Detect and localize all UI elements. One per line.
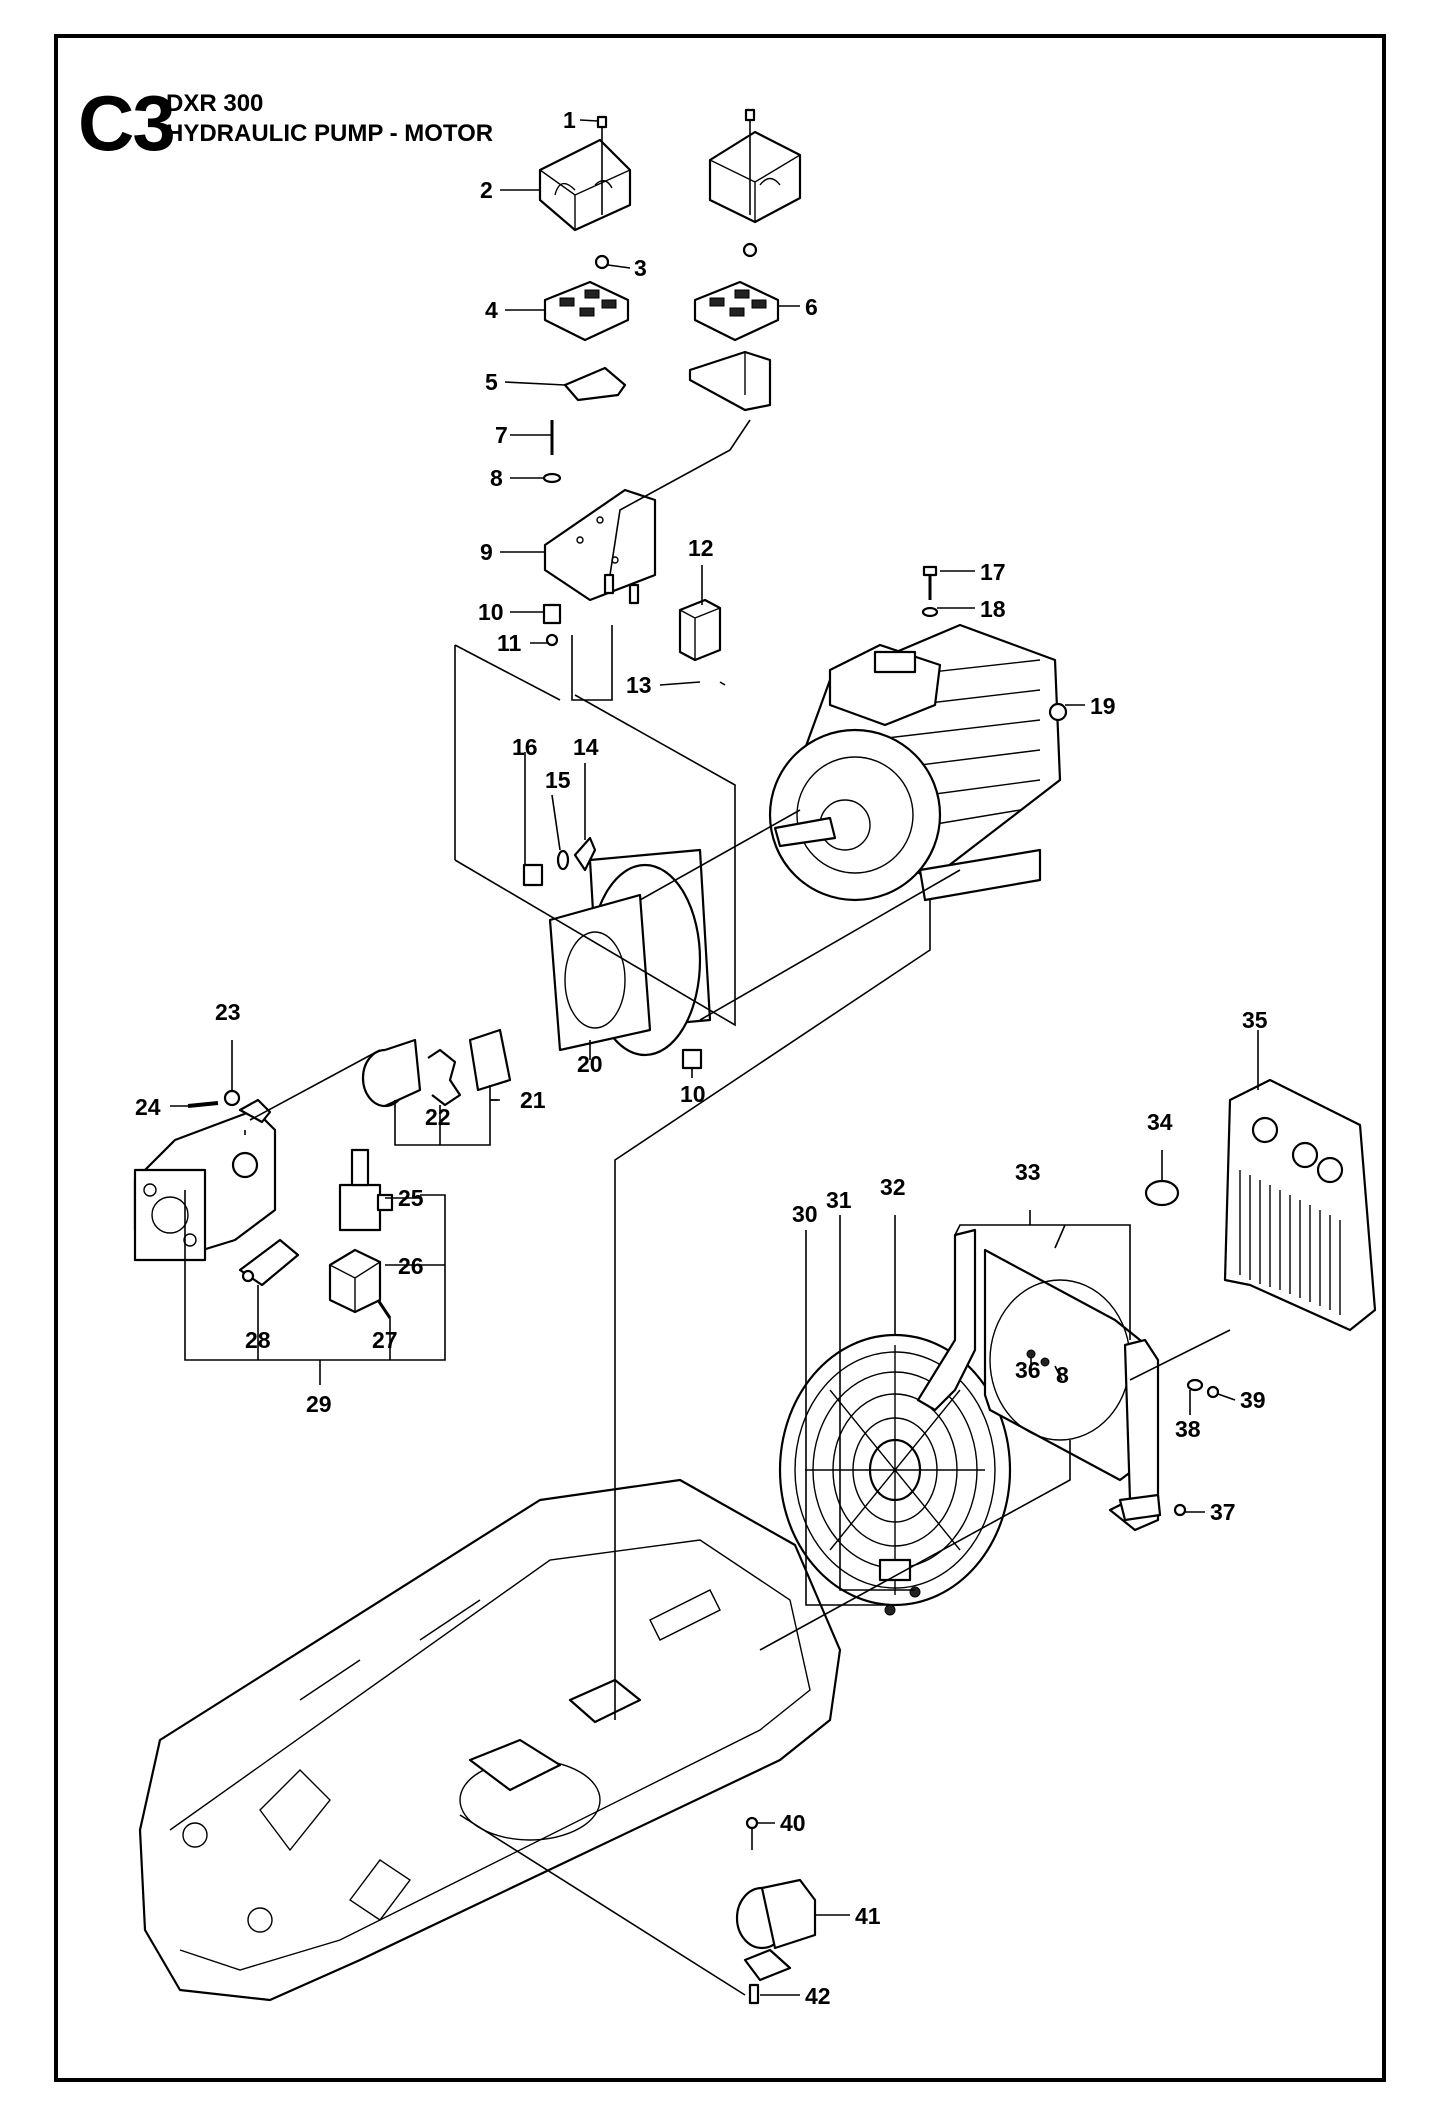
callout-10: 10 [478, 599, 504, 625]
base-chassis [138, 1478, 842, 2002]
drawing-frame [54, 34, 1386, 2082]
bolt-39 [1206, 1385, 1220, 1399]
callout-40: 40 [780, 1810, 806, 1836]
callout-39: 39 [1240, 1387, 1266, 1413]
nut-30 [884, 1604, 896, 1616]
callout-34: 34 [1147, 1109, 1173, 1135]
terminal-block-left [543, 280, 630, 342]
callout-32: 32 [880, 1174, 906, 1200]
relay-12 [678, 598, 722, 662]
callout-7: 7 [495, 422, 508, 448]
callout-23: 23 [215, 999, 241, 1025]
clip-14 [573, 836, 597, 872]
callout-20: 20 [577, 1051, 603, 1077]
bolt-17 [922, 565, 938, 600]
callout-36: 36 [1015, 1357, 1041, 1383]
callout-35: 35 [1242, 1007, 1268, 1033]
washer-8 [542, 472, 562, 484]
nut-31 [909, 1586, 921, 1598]
mounting-plate [543, 488, 657, 605]
callout-4: 4 [485, 297, 498, 323]
bolt-40 [745, 1816, 759, 1830]
spacer-10 [542, 603, 562, 625]
callout-30: 30 [792, 1201, 818, 1227]
callout-2: 2 [480, 177, 493, 203]
callout-19: 19 [1090, 693, 1116, 719]
washer-23 [223, 1089, 241, 1107]
screw-1 [596, 115, 608, 215]
bracket-plate-right [688, 350, 772, 412]
diagram-title: HYDRAULIC PUMP - MOTOR [166, 120, 494, 147]
nut-3 [594, 254, 610, 270]
bolt-16 [522, 863, 544, 887]
callout-13: 13 [626, 672, 652, 698]
callout-6: 6 [805, 294, 818, 320]
model-name: DXR 300 [166, 90, 264, 117]
callout-11: 11 [497, 630, 522, 656]
screw-27 [376, 1299, 392, 1319]
cooling-fan [778, 1333, 1012, 1607]
washer-8b [1040, 1357, 1050, 1367]
fan-shroud [916, 1228, 1162, 1532]
coupling [361, 1028, 512, 1108]
nut-11 [545, 633, 559, 647]
callout-33: 33 [1015, 1159, 1041, 1185]
callout-27: 27 [372, 1327, 398, 1353]
callout-12: 12 [688, 535, 714, 561]
callout-1: 1 [563, 107, 576, 133]
page-code: C3 [78, 79, 176, 167]
callout-37: 37 [1210, 1499, 1236, 1525]
callout-labels: 1 2 3 4 5 6 7 8 9 10 11 12 13 14 15 16 1… [135, 107, 1268, 2009]
callout-5: 5 [485, 369, 498, 395]
hydraulic-pump [133, 1098, 277, 1262]
callout-42: 42 [805, 1983, 831, 2009]
callout-8b: 8 [1056, 1362, 1069, 1388]
callout-25: 25 [398, 1185, 424, 1211]
bracket-42 [743, 1948, 792, 2005]
screw-right [744, 108, 756, 215]
leader-lines [170, 119, 1259, 1996]
callout-31: 31 [826, 1187, 852, 1213]
bolt-37 [1173, 1503, 1187, 1517]
callout-21: 21 [520, 1087, 546, 1113]
callout-28: 28 [245, 1327, 271, 1353]
callout-3: 3 [634, 255, 647, 281]
callout-15: 15 [545, 767, 571, 793]
bracket-plate-left [563, 366, 627, 402]
washer-38 [1186, 1378, 1204, 1392]
washer-18 [921, 606, 939, 618]
spacer-10b [681, 1048, 703, 1070]
cover-left [538, 138, 632, 232]
solenoid-valve-25 [338, 1148, 394, 1232]
oil-cooler [1223, 1078, 1377, 1332]
filler-cap-34 [1144, 1179, 1180, 1207]
callout-16: 16 [512, 734, 538, 760]
sensor-41 [735, 1878, 817, 1950]
callout-10b: 10 [680, 1081, 706, 1107]
callout-26: 26 [398, 1253, 424, 1279]
callout-14: 14 [573, 734, 599, 760]
fitting-28 [238, 1238, 300, 1287]
callout-18: 18 [980, 596, 1006, 622]
bolt-24 [187, 1101, 219, 1108]
callout-8: 8 [490, 465, 503, 491]
callout-17: 17 [980, 559, 1006, 585]
terminal-block-right [693, 280, 780, 342]
bellhousing [548, 848, 712, 1057]
callout-22: 22 [425, 1104, 451, 1130]
callout-9: 9 [480, 539, 493, 565]
callout-41: 41 [855, 1903, 881, 1929]
nut-right [742, 242, 758, 258]
callout-29: 29 [306, 1391, 332, 1417]
electric-motor [768, 623, 1068, 902]
valve-block-26 [328, 1248, 382, 1314]
callout-24: 24 [135, 1094, 161, 1120]
callout-38: 38 [1175, 1416, 1201, 1442]
washer-15 [556, 849, 570, 871]
cover-right [708, 130, 802, 224]
